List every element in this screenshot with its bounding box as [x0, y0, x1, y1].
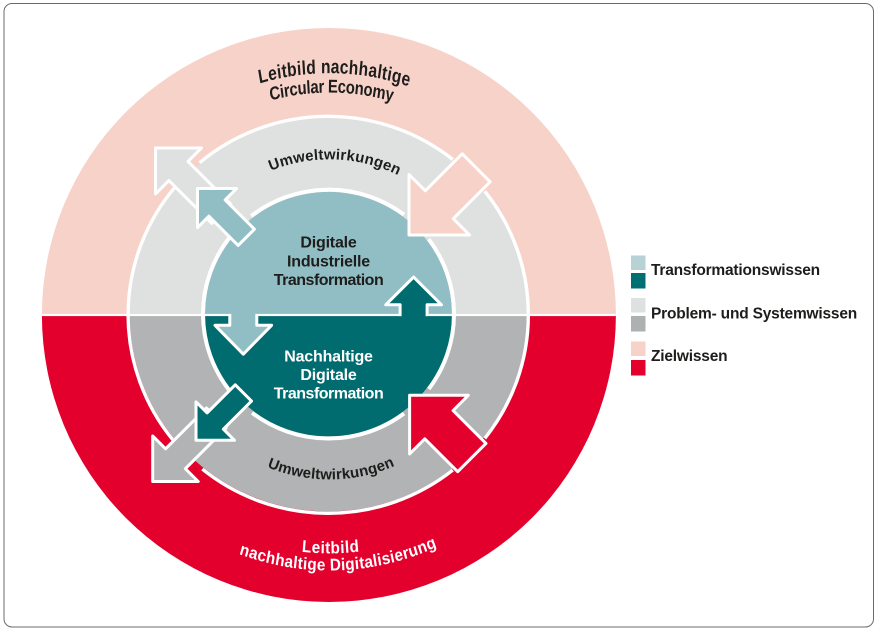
svg-text:Leitbild: Leitbild [301, 537, 360, 558]
svg-text:Digitale: Digitale [300, 235, 356, 252]
svg-text:Transformation: Transformation [274, 386, 383, 403]
svg-text:Transformationswissen: Transformationswissen [651, 262, 820, 279]
svg-text:Problem- und Systemwissen: Problem- und Systemwissen [651, 306, 857, 323]
svg-text:Nachhaltige: Nachhaltige [284, 349, 373, 366]
svg-text:Industrielle: Industrielle [287, 253, 370, 270]
svg-text:Zielwissen: Zielwissen [651, 348, 727, 365]
svg-text:Transformation: Transformation [274, 272, 383, 289]
svg-text:Digitale: Digitale [300, 367, 356, 384]
